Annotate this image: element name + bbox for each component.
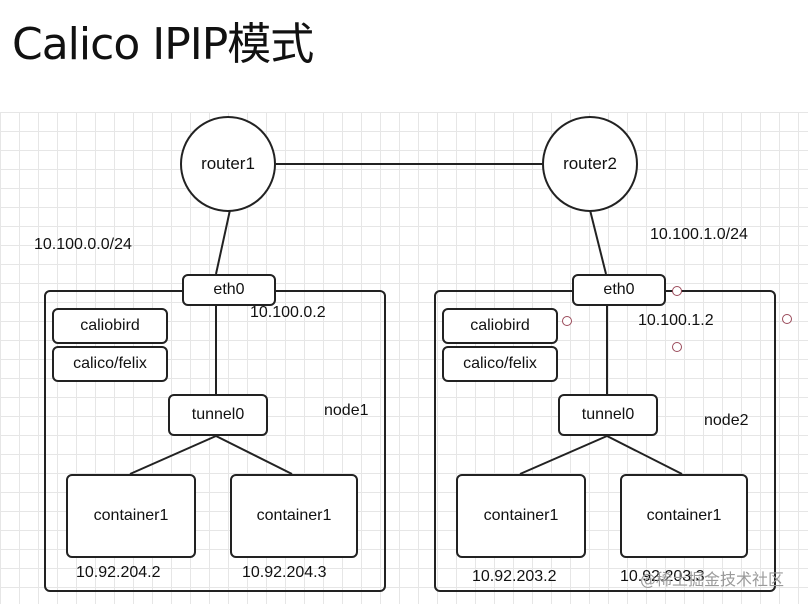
node1-eth0-ip: 10.100.0.2 [250,304,326,321]
node2-container-a-ip: 10.92.203.2 [472,568,557,585]
node2-container-b-label: container1 [646,507,722,524]
node2-tunnel0-box: tunnel0 [558,394,658,436]
right-subnet-label: 10.100.1.0/24 [650,226,748,243]
marker-dot [672,286,682,296]
node2-tunnel-container-a-link [519,435,608,475]
node2-eth0-box: eth0 [572,274,666,306]
node2-caliobird-box: caliobird [442,308,558,344]
router1-circle: router1 [180,116,276,212]
node1-tunnel0-box: tunnel0 [168,394,268,436]
node1-eth0-label: eth0 [213,281,245,298]
node1-eth0-box: eth0 [182,274,276,306]
node1-tunnel-container-a-link [129,435,217,475]
node1-container-a-box: container1 [66,474,196,558]
node1-tunnel-container-b-link [215,435,293,475]
node1-name-label: node1 [324,402,369,419]
node2-tunnel0-label: tunnel0 [581,406,635,423]
node1-felix-label: calico/felix [73,355,147,372]
node2-felix-box: calico/felix [442,346,558,382]
node1-tunnel0-label: tunnel0 [191,406,245,423]
node2-name-label: node2 [704,412,749,429]
node1-felix-box: calico/felix [52,346,168,382]
marker-dot [782,314,792,324]
node1-container-b-ip: 10.92.204.3 [242,564,327,581]
left-subnet-label: 10.100.0.0/24 [34,236,132,253]
router1-eth0-link [215,209,231,275]
watermark: @稀土掘金技术社区 [640,570,785,589]
node2-container-b-ip: 10.92.203.3 [620,568,705,585]
node2-container-b-box: container1 [620,474,748,558]
node1-caliobird-box: caliobird [52,308,168,344]
router2-eth0-link [589,209,607,275]
node2-container-a-label: container1 [483,507,559,524]
router2-circle: router2 [542,116,638,212]
node1-caliobird-label: caliobird [80,317,140,334]
node1-container-a-ip: 10.92.204.2 [76,564,161,581]
router1-label: router1 [201,154,255,173]
node1-container-b-label: container1 [256,507,332,524]
node2-tunnel-container-b-link [606,435,683,475]
marker-dot [562,316,572,326]
page-title: Calico IPIP模式 [12,19,314,70]
node2-container-a-box: container1 [456,474,586,558]
marker-dot [672,342,682,352]
node1-container-b-box: container1 [230,474,358,558]
node2-felix-label: calico/felix [463,355,537,372]
router2-label: router2 [563,154,617,173]
node2-caliobird-label: caliobird [470,317,530,334]
node1-container-a-label: container1 [93,507,169,524]
node2-eth0-ip: 10.100.1.2 [638,312,714,329]
node2-eth0-label: eth0 [603,281,635,298]
